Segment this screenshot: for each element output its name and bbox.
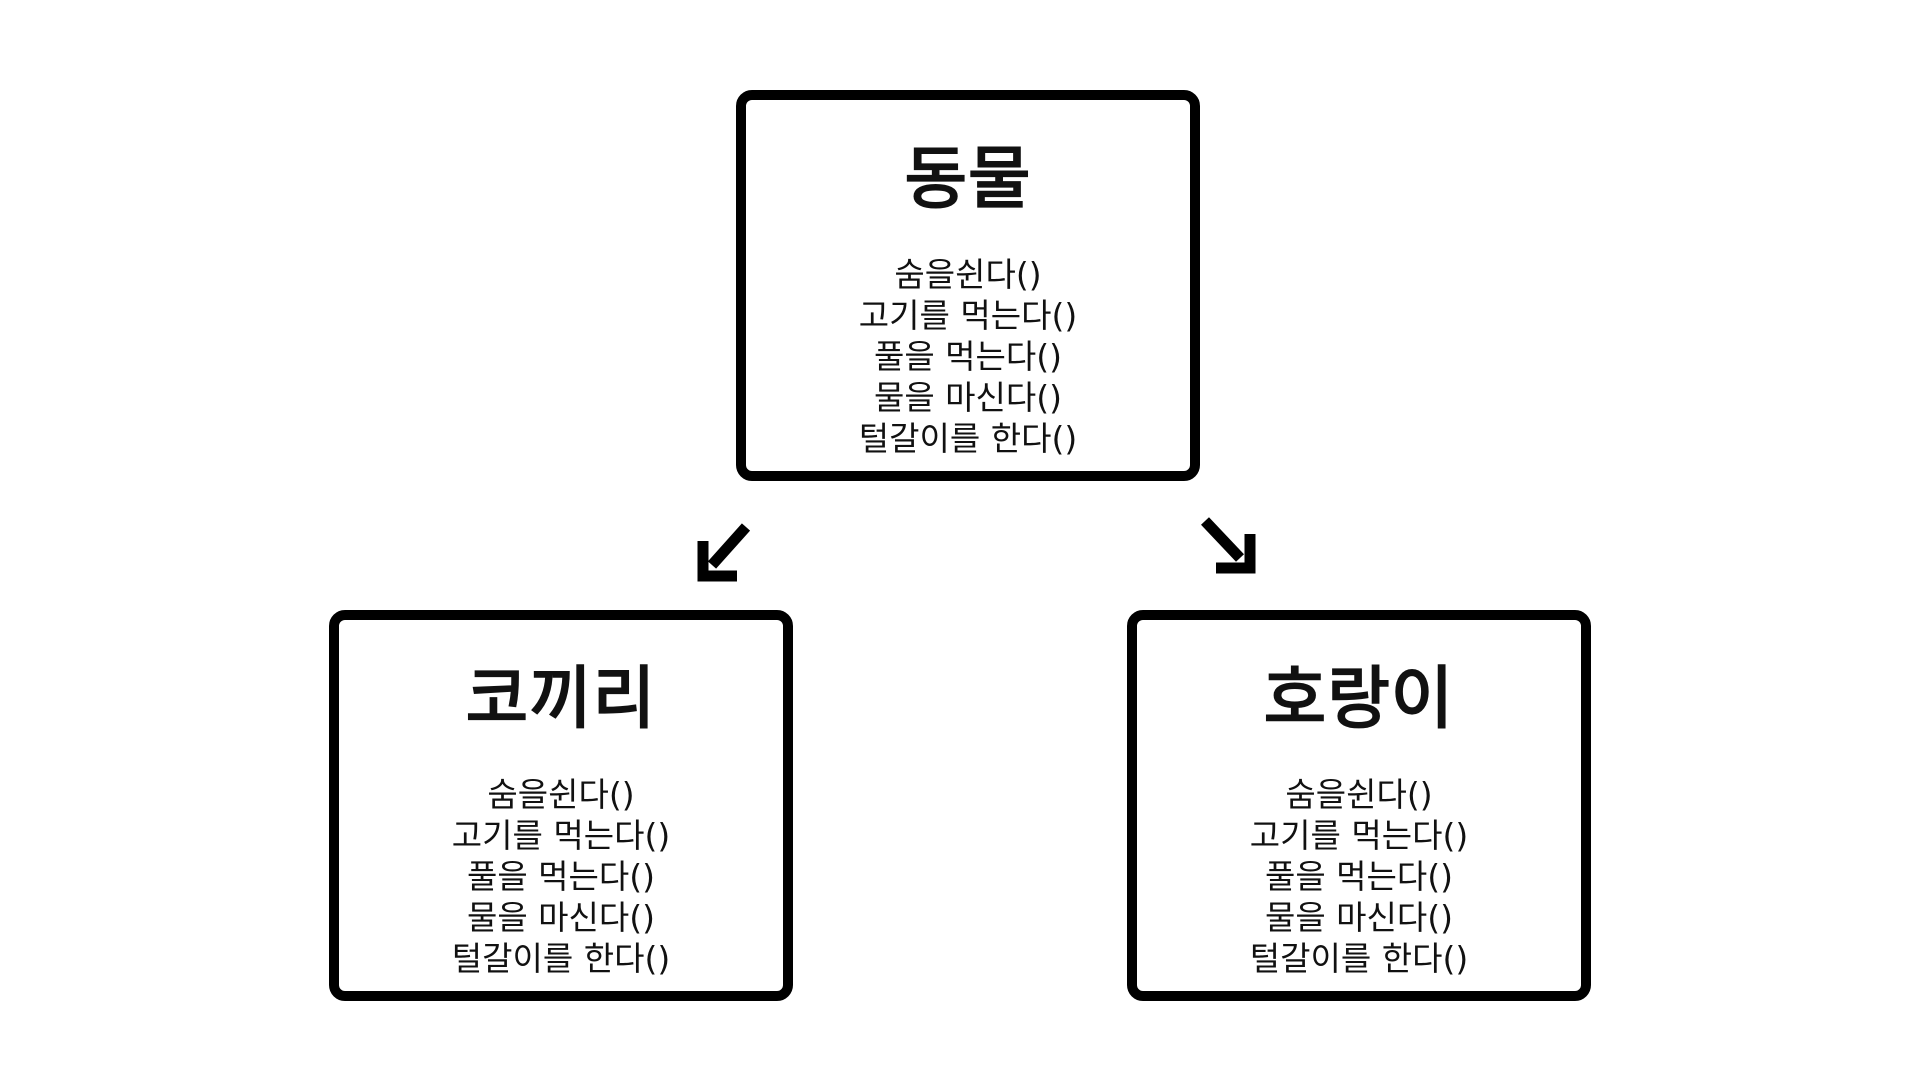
method-item: 고기를 먹는다() <box>451 816 671 855</box>
method-item: 풀을 먹는다() <box>1264 857 1454 896</box>
child-class-title: 호랑이 <box>1263 660 1455 739</box>
method-item: 고기를 먹는다() <box>1249 816 1469 855</box>
method-item: 숨을쉰다() <box>894 255 1042 294</box>
method-item: 풀을 먹는다() <box>466 857 656 896</box>
child-class-box-elephant: 코끼리 숨을쉰다() 고기를 먹는다() 풀을 먹는다() 물을 마신다() 털… <box>329 610 793 1001</box>
method-item: 숨을쉰다() <box>1285 775 1433 814</box>
method-item: 숨을쉰다() <box>487 775 635 814</box>
method-item: 털갈이를 한다() <box>858 419 1078 458</box>
method-item: 털갈이를 한다() <box>451 939 671 978</box>
method-item: 물을 마신다() <box>1264 898 1454 937</box>
arrow-down-right-icon <box>1201 517 1256 574</box>
method-item: 물을 마신다() <box>873 378 1063 417</box>
parent-class-box: 동물 숨을쉰다() 고기를 먹는다() 풀을 먹는다() 물을 마신다() 털갈… <box>736 90 1200 481</box>
child-method-list: 숨을쉰다() 고기를 먹는다() 풀을 먹는다() 물을 마신다() 털갈이를 … <box>1137 774 1581 979</box>
child-class-box-tiger: 호랑이 숨을쉰다() 고기를 먹는다() 풀을 먹는다() 물을 마신다() 털… <box>1127 610 1591 1001</box>
child-class-title: 코끼리 <box>465 660 657 739</box>
parent-class-title: 동물 <box>904 140 1032 219</box>
parent-method-list: 숨을쉰다() 고기를 먹는다() 풀을 먹는다() 물을 마신다() 털갈이를 … <box>746 254 1190 459</box>
method-item: 털갈이를 한다() <box>1249 939 1469 978</box>
arrow-down-left-icon <box>697 523 751 582</box>
method-item: 풀을 먹는다() <box>873 337 1063 376</box>
method-item: 고기를 먹는다() <box>858 296 1078 335</box>
method-item: 물을 마신다() <box>466 898 656 937</box>
child-method-list: 숨을쉰다() 고기를 먹는다() 풀을 먹는다() 물을 마신다() 털갈이를 … <box>339 774 783 979</box>
